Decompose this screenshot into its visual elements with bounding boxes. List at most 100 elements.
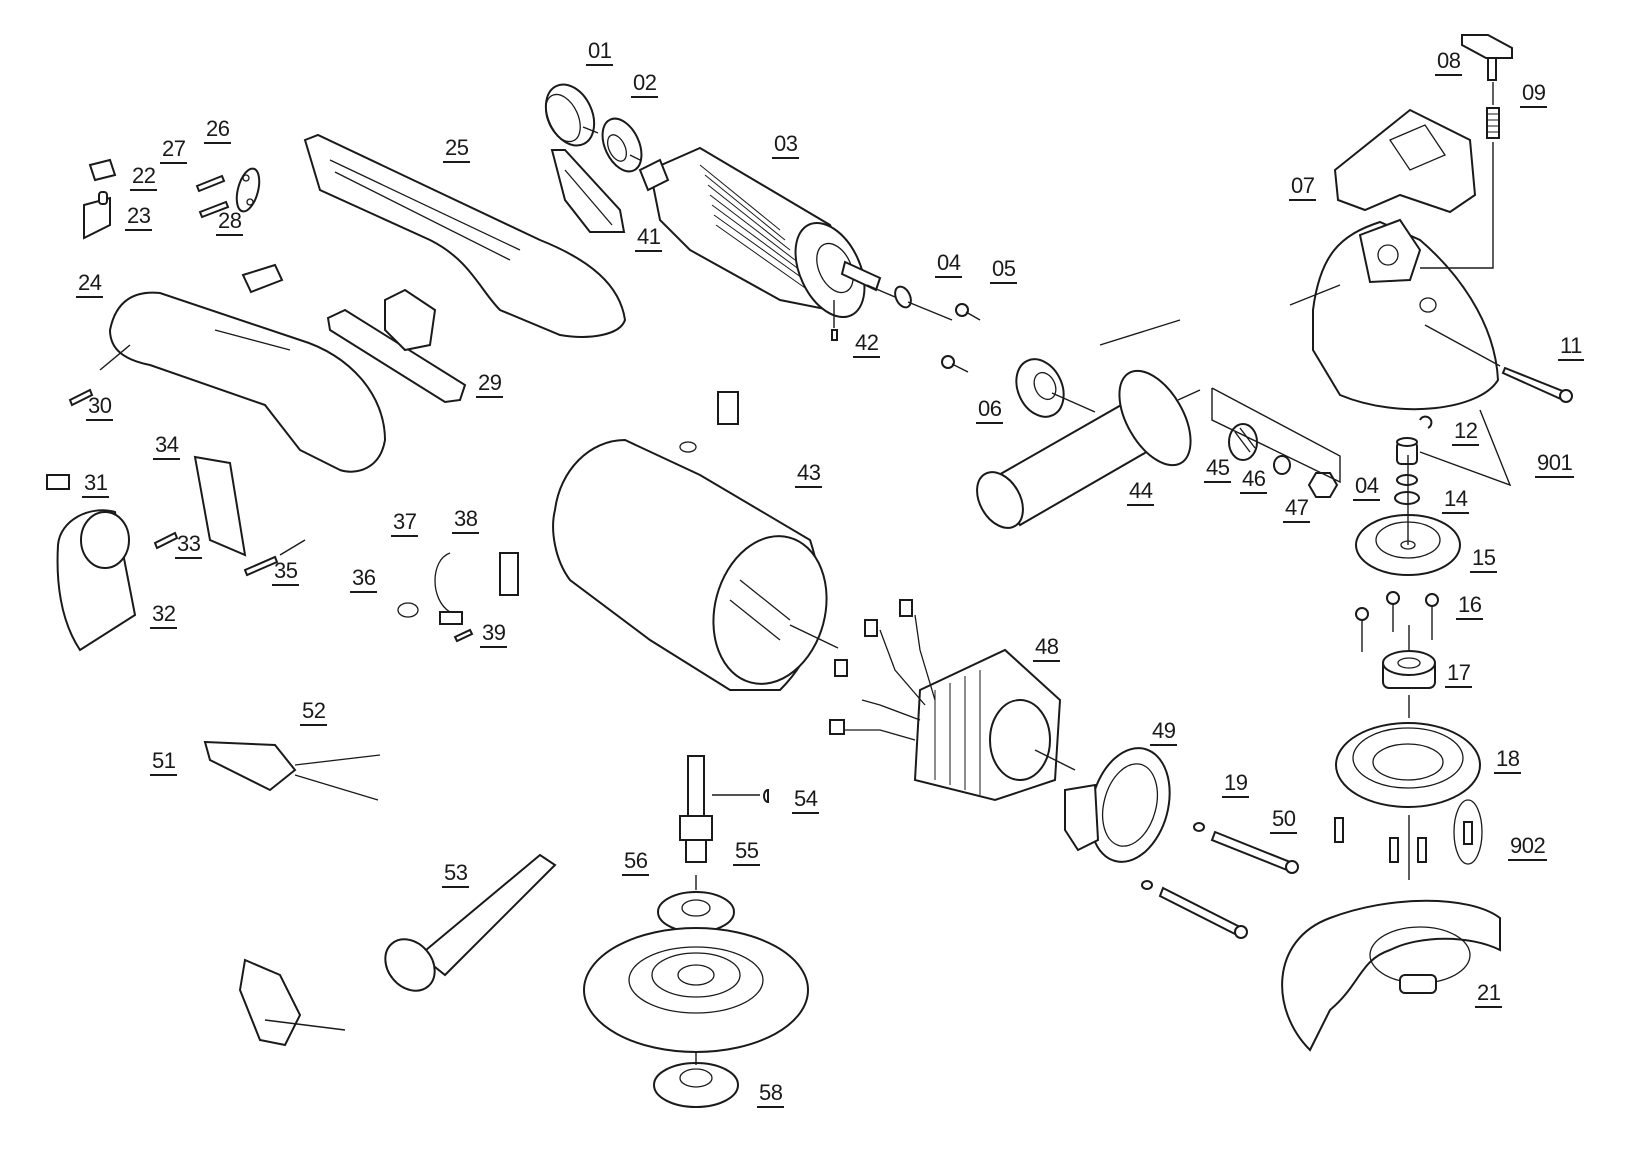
label-11: 11 — [1558, 335, 1584, 361]
part-30-screw — [68, 388, 94, 407]
part-18-flange-housing — [1335, 722, 1481, 808]
label-30: 30 — [86, 395, 114, 421]
part-29-switch — [326, 288, 467, 404]
label-37: 37 — [391, 511, 419, 537]
label-44: 44 — [1127, 480, 1155, 506]
part-12-circlip — [1419, 415, 1433, 429]
label-58: 58 — [757, 1082, 785, 1108]
part-22-cable-clamp — [88, 158, 117, 182]
part-902-screw-set — [1334, 799, 1483, 880]
part-34-vent-cover — [193, 455, 247, 557]
part-19-spring-washer — [1193, 822, 1205, 832]
label-51: 51 — [150, 750, 178, 776]
part-03-armature — [638, 146, 882, 319]
part-25-handle-half — [303, 133, 627, 338]
label-42: 42 — [853, 332, 881, 358]
part-53-pin-wrench — [384, 853, 557, 992]
label-54: 54 — [792, 788, 820, 814]
label-31: 31 — [82, 472, 110, 498]
part-55-spindle — [679, 755, 760, 863]
label-32: 32 — [150, 603, 178, 629]
part-54-woodruff-key — [763, 788, 769, 804]
label-902: 902 — [1508, 835, 1548, 861]
label-34: 34 — [153, 434, 181, 460]
part-901-bushing — [1396, 437, 1418, 465]
label-15: 15 — [1470, 547, 1498, 573]
part-23-capacitor — [83, 191, 111, 240]
part-04b-retaining-ring — [1396, 474, 1418, 486]
part-33-screw — [153, 531, 179, 550]
part-50-stator-screws — [1158, 830, 1299, 939]
label-05: 05 — [990, 258, 1018, 284]
label-35: 35 — [272, 560, 300, 586]
part-38-brush-holder — [499, 552, 519, 596]
part-24-handle-half — [99, 291, 387, 473]
part-16-screws — [1355, 591, 1439, 652]
part-01-bearing-sleeve — [544, 83, 599, 147]
label-21: 21 — [1475, 982, 1503, 1008]
label-06: 06 — [976, 398, 1004, 424]
label-04b: 04 — [1353, 475, 1381, 501]
label-28: 28 — [216, 210, 244, 236]
part-04-retaining-ring — [894, 285, 912, 309]
label-24: 24 — [76, 272, 104, 298]
label-02: 02 — [631, 72, 659, 98]
part-46-washer — [1273, 455, 1291, 475]
label-48: 48 — [1033, 636, 1061, 662]
label-14: 14 — [1442, 488, 1470, 514]
part-901-gear-head — [1312, 218, 1500, 411]
label-19: 19 — [1222, 772, 1250, 798]
part-15-bevel-gear — [1355, 455, 1461, 576]
label-07: 07 — [1289, 175, 1317, 201]
label-56: 56 — [622, 850, 650, 876]
part-56-inner-flange — [657, 875, 735, 933]
part-52-cord-protector — [203, 740, 381, 801]
label-29: 29 — [476, 372, 504, 398]
label-26: 26 — [204, 118, 232, 144]
part-19-spring-washer-2 — [1141, 880, 1153, 890]
part-05-screws — [941, 303, 981, 373]
part-21-wheel-guard — [1281, 899, 1501, 1052]
part-09-spring — [1420, 82, 1500, 269]
label-27: 27 — [160, 138, 188, 164]
part-11-screw — [1424, 324, 1573, 403]
label-901: 901 — [1535, 452, 1575, 478]
part-02-ball-bearing — [601, 117, 643, 173]
label-23: 23 — [125, 205, 153, 231]
part-49-air-guide-ring — [1064, 747, 1171, 863]
part-39-screw — [453, 628, 474, 643]
label-01: 01 — [586, 40, 614, 66]
label-38: 38 — [452, 508, 480, 534]
part-32-speed-control-cover — [56, 509, 137, 652]
part-41-baffle — [550, 149, 626, 233]
label-04: 04 — [935, 252, 963, 278]
label-46: 46 — [1240, 468, 1268, 494]
part-31-terminal-block — [46, 474, 70, 490]
part-spring-and-brush-top — [679, 391, 739, 453]
label-50: 50 — [1270, 808, 1298, 834]
label-25: 25 — [443, 137, 471, 163]
label-03: 03 — [772, 133, 800, 159]
part-48-stator — [829, 599, 1076, 802]
part-07-gear-head-cover — [1333, 108, 1477, 214]
part-47-nut — [1307, 472, 1339, 498]
part-17-ball-bearing — [1382, 625, 1436, 718]
part-06-ball-bearing — [1015, 358, 1096, 418]
label-55: 55 — [733, 840, 761, 866]
label-43: 43 — [795, 462, 823, 488]
label-09: 09 — [1520, 82, 1548, 108]
label-12: 12 — [1452, 420, 1480, 446]
part-36-brush-spring — [397, 602, 419, 618]
label-39: 39 — [480, 622, 508, 648]
part-28-switch-slider — [241, 263, 284, 294]
label-45: 45 — [1204, 457, 1232, 483]
label-41: 41 — [635, 226, 663, 252]
part-43-motor-housing — [552, 438, 839, 691]
label-17: 17 — [1445, 662, 1473, 688]
label-52: 52 — [300, 700, 328, 726]
part-58-outer-flange — [653, 1052, 739, 1108]
label-18: 18 — [1494, 748, 1522, 774]
part-37-carbon-brush — [434, 552, 463, 625]
